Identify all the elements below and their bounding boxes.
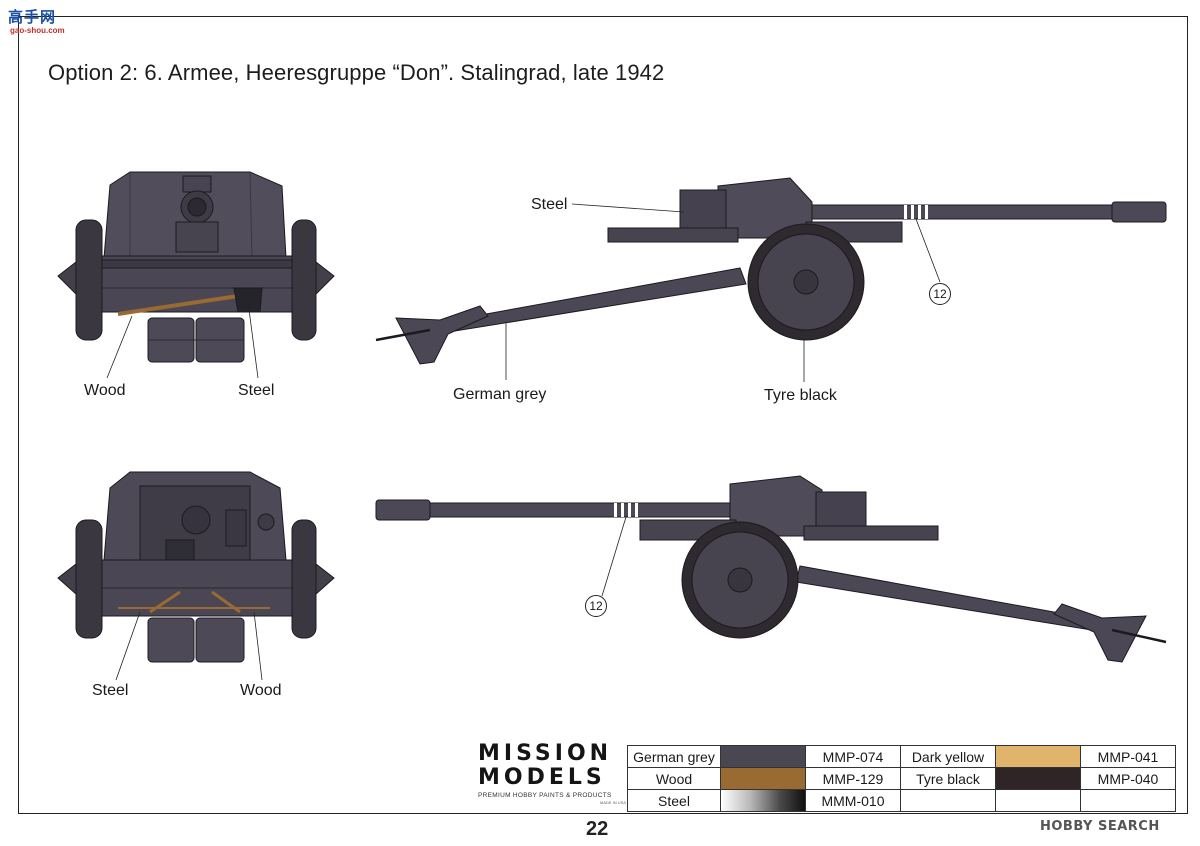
paint-swatch <box>995 789 1081 812</box>
page-frame <box>18 16 1188 814</box>
paint-name <box>900 789 996 812</box>
paint-name: Dark yellow <box>900 745 996 768</box>
watermark-logo: 高手网 gao-shou.com <box>4 2 74 40</box>
paint-swatch <box>995 745 1081 768</box>
front-view <box>57 171 335 363</box>
decal-callout-bottom: 12 <box>585 595 607 617</box>
paint-name: Wood <box>627 767 721 790</box>
leader-front-steel <box>247 301 259 379</box>
brand-small: MADE IN USA <box>599 800 626 805</box>
paint-palette-table: German grey MMP-074 Dark yellow MMP-041 … <box>627 745 1176 812</box>
hobby-search-watermark: HOBBY SEARCH <box>1040 819 1160 834</box>
watermark-url: gao-shou.com <box>10 26 65 35</box>
side-view-bottom <box>375 475 1167 663</box>
paint-code: MMP-129 <box>805 767 901 790</box>
paint-swatch <box>995 767 1081 790</box>
brand-line2: MODELS <box>478 765 606 790</box>
palette-row: Wood MMP-129 Tyre black MMP-040 <box>627 767 1176 790</box>
label-rear-wood: Wood <box>240 682 282 699</box>
brand-tagline: PREMIUM HOBBY PAINTS & PRODUCTS <box>478 792 612 799</box>
leader-callout-bottom <box>601 516 627 597</box>
paint-code: MMM-010 <box>805 789 901 812</box>
palette-row: Steel MMM-010 <box>627 789 1176 812</box>
label-rear-steel: Steel <box>92 682 129 699</box>
brand-logo: MISSION MODELS PREMIUM HOBBY PAINTS & PR… <box>478 741 626 806</box>
rear-view <box>57 471 335 663</box>
paint-name: Steel <box>627 789 721 812</box>
page-title: Option 2: 6. Armee, Heeresgruppe “Don”. … <box>48 60 665 85</box>
label-tyre-black: Tyre black <box>764 387 837 404</box>
page-number: 22 <box>586 818 609 840</box>
leader-side-steel <box>571 203 685 213</box>
watermark-cn: 高手网 <box>8 8 57 26</box>
decal-callout-top: 12 <box>929 283 951 305</box>
label-front-steel: Steel <box>238 382 275 399</box>
leader-callout-top <box>915 218 941 283</box>
paint-name: German grey <box>627 745 721 768</box>
leader-rear-wood <box>253 611 263 681</box>
label-front-wood: Wood <box>84 382 126 399</box>
paint-name: Tyre black <box>900 767 996 790</box>
palette-row: German grey MMP-074 Dark yellow MMP-041 <box>627 745 1176 768</box>
paint-code: MMP-040 <box>1080 767 1176 790</box>
paint-code: MMP-041 <box>1080 745 1176 768</box>
paint-swatch <box>720 745 806 768</box>
paint-code <box>1080 789 1176 812</box>
leader-rear-steel <box>115 611 141 681</box>
leader-front-wood <box>106 315 133 379</box>
side-view-top <box>375 177 1167 365</box>
label-german-grey: German grey <box>453 386 547 403</box>
paint-swatch <box>720 767 806 790</box>
brand-line1: MISSION <box>478 741 613 766</box>
paint-code: MMP-074 <box>805 745 901 768</box>
paint-swatch <box>720 789 806 812</box>
label-side-steel: Steel <box>531 196 568 213</box>
